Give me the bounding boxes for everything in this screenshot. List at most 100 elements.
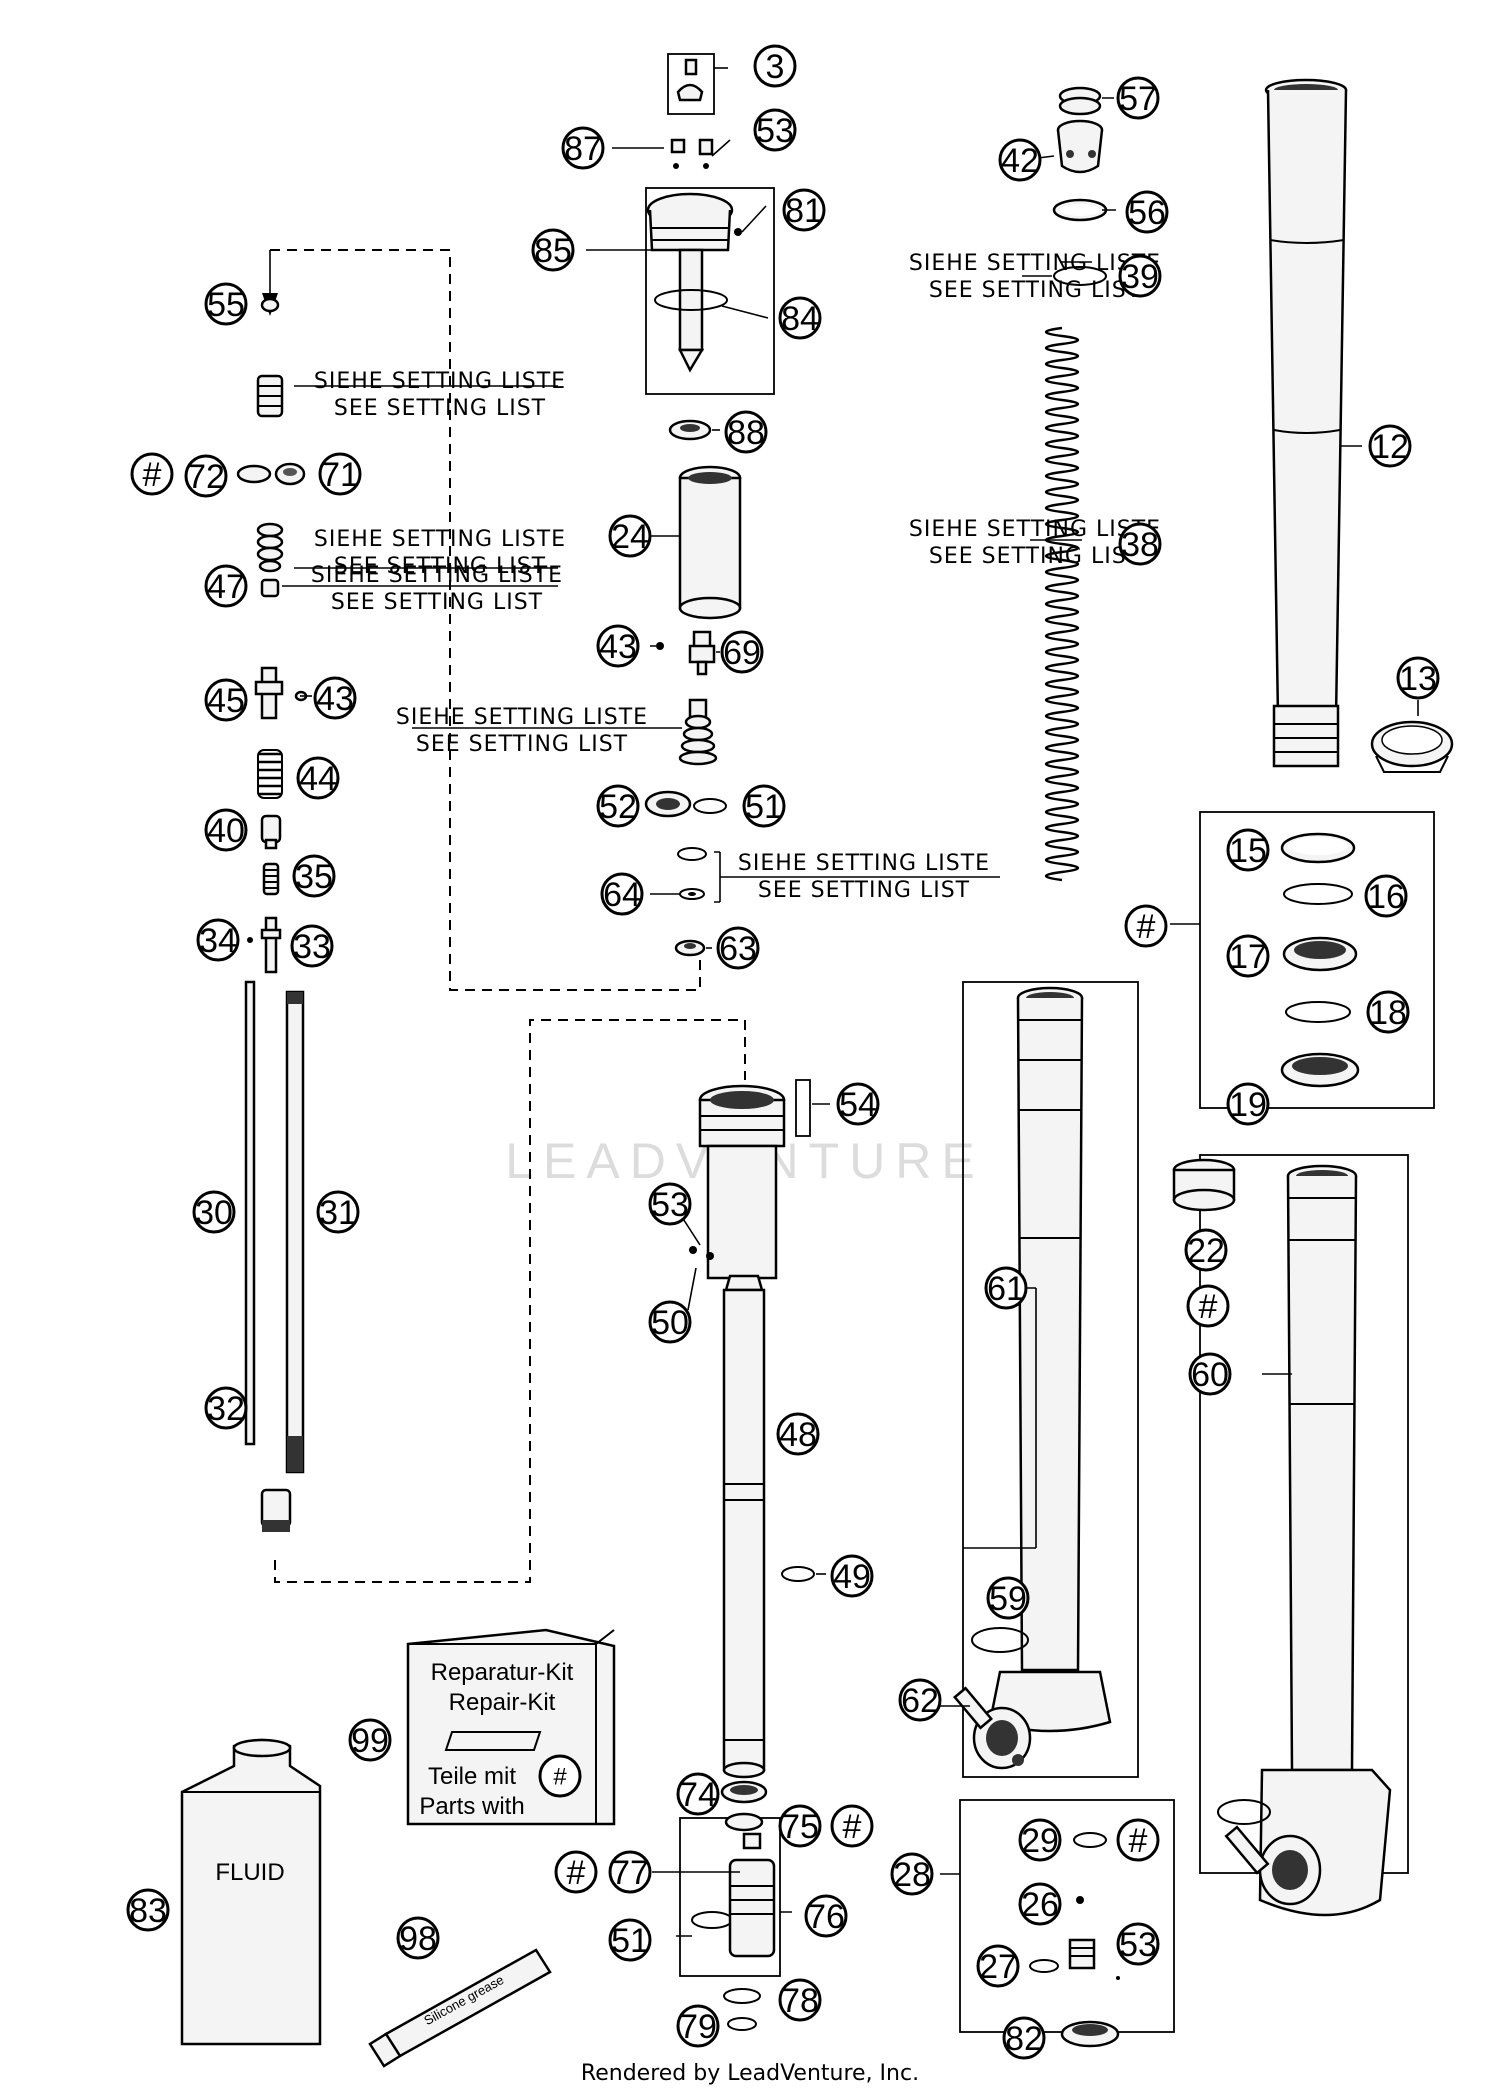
svg-text:28: 28: [893, 1856, 931, 1894]
svg-text:75: 75: [781, 1808, 819, 1846]
svg-text:74: 74: [679, 1776, 717, 1814]
svg-text:88: 88: [727, 414, 765, 452]
svg-text:18: 18: [1369, 994, 1407, 1032]
svg-text:32: 32: [207, 1390, 245, 1428]
dashed-leader-left: [270, 249, 701, 991]
label-87: 87: [561, 126, 605, 170]
setting-note-en-6: SEE SETTING LIST: [929, 544, 1141, 569]
repair-kit-line2: Repair-Kit: [449, 1689, 556, 1716]
outer-tube-60: [1224, 1164, 1392, 1917]
label-79: 79: [676, 2004, 720, 2048]
label-64: 64: [600, 872, 644, 916]
repair-kit-99: Reparatur-Kit Repair-Kit Teile mit Parts…: [406, 1628, 616, 1826]
svg-text:53: 53: [756, 112, 794, 150]
shim-stack-1: [256, 374, 284, 418]
svg-text:#: #: [143, 456, 162, 494]
svg-text:51: 51: [745, 788, 783, 826]
svg-text:47: 47: [207, 568, 245, 606]
label-27: 27: [976, 1944, 1020, 1988]
nut-63: [674, 939, 706, 957]
svg-text:50: 50: [651, 1304, 689, 1342]
label-15: 15: [1226, 828, 1270, 872]
svg-text:30: 30: [195, 1194, 233, 1232]
label-57: 57: [1116, 76, 1160, 120]
label-60: 60: [1188, 1352, 1232, 1396]
svg-text:51: 51: [611, 1922, 649, 1960]
screw-3: [676, 58, 704, 102]
setting-note-de-5: SIEHE SETTING LISTE: [909, 251, 1161, 276]
label-26: 26: [1018, 1882, 1062, 1926]
svg-text:29: 29: [1021, 1822, 1059, 1860]
svg-text:#: #: [843, 1808, 862, 1846]
label-77: 77: [608, 1850, 652, 1894]
bushing-88: [668, 419, 712, 441]
svg-text:69: 69: [723, 634, 761, 672]
label-42: 42: [998, 138, 1042, 182]
svg-text:53: 53: [1119, 1926, 1157, 1964]
setting-note-de-3: SIEHE SETTING LISTE: [311, 563, 563, 588]
svg-text:24: 24: [611, 518, 649, 556]
label-33: 33: [290, 924, 334, 968]
piston-52: [644, 790, 692, 818]
label-19: 19: [1226, 1082, 1270, 1126]
rod-31: [285, 990, 305, 1474]
svg-text:43: 43: [599, 628, 637, 666]
label-53-alt: 53: [1116, 1922, 1160, 1966]
rod-30: [244, 980, 256, 1446]
svg-text:62: 62: [901, 1682, 939, 1720]
label-72: 72: [184, 454, 228, 498]
needle-33: [260, 916, 282, 974]
svg-text:63: 63: [719, 930, 757, 968]
label-30: 30: [192, 1190, 236, 1234]
label-78: 78: [778, 1978, 822, 2022]
label-59: 59: [986, 1576, 1030, 1620]
valve-body-76: [691, 1832, 776, 1958]
label-54: 54: [836, 1082, 880, 1126]
svg-text:16: 16: [1367, 878, 1405, 916]
svg-text:43: 43: [316, 680, 354, 718]
label-61: 61: [984, 1266, 1028, 1310]
setting-note-en-2: SEE SETTING LIST: [334, 554, 546, 579]
label-34: 34: [196, 918, 240, 962]
label-85: 85: [531, 228, 575, 272]
label-51: 51: [742, 784, 786, 828]
grease-tube-98: Silicone grease: [368, 1948, 552, 2068]
svg-text:19: 19: [1229, 1086, 1267, 1124]
label-51-alt: 51: [608, 1918, 652, 1962]
label-17: 17: [1226, 934, 1270, 978]
label-62: 62: [898, 1678, 942, 1722]
label-84: 84: [778, 296, 822, 340]
label-53-alt: 53: [648, 1182, 692, 1226]
svg-text:27: 27: [979, 1948, 1017, 1986]
svg-text:3: 3: [766, 48, 785, 86]
label-45: 45: [204, 678, 248, 722]
svg-text:39: 39: [1121, 258, 1159, 296]
label-38: 38: [1118, 522, 1162, 566]
setting-note-de-7: SIEHE SETTING LISTE: [738, 851, 990, 876]
outer-tube-12: [1264, 78, 1348, 768]
shim-box-54: [795, 1079, 811, 1137]
cartridge-cap-85: [646, 192, 742, 373]
svg-text:40: 40: [207, 812, 245, 850]
svg-text:99: 99: [351, 1722, 389, 1760]
label-hash-4: #: [830, 1804, 874, 1848]
svg-text:79: 79: [679, 2008, 717, 2046]
svg-text:52: 52: [599, 788, 637, 826]
label-16: 16: [1364, 874, 1408, 918]
svg-text:84: 84: [781, 300, 819, 338]
setting-note-de-1: SIEHE SETTING LISTE: [314, 369, 566, 394]
svg-text:33: 33: [293, 928, 331, 966]
svg-text:57: 57: [1119, 80, 1157, 118]
label-29: 29: [1018, 1818, 1062, 1862]
label-18: 18: [1366, 990, 1410, 1034]
label-13: 13: [1396, 656, 1440, 700]
fluid-bottle-83: FLUID: [180, 1738, 322, 2046]
label-31: 31: [316, 1190, 360, 1234]
label-22: 22: [1184, 1228, 1228, 1272]
label-hash-3: #: [1186, 1284, 1230, 1328]
svg-text:45: 45: [207, 682, 245, 720]
svg-text:13: 13: [1399, 660, 1437, 698]
label-74: 74: [676, 1772, 720, 1816]
